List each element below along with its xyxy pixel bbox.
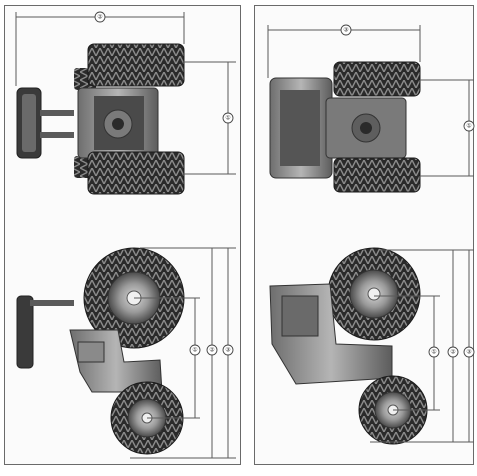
svg-text:③: ③	[466, 349, 471, 356]
left-side-callout-height-a: ②	[206, 344, 218, 356]
left-top-callout-track-width: ①	[222, 112, 234, 124]
right-side-callout-height-b: ③	[463, 346, 475, 358]
rear-wheel-bottom	[87, 151, 185, 195]
left-side-callout-height-b: ③	[222, 344, 234, 356]
right-side-callout-height-a: ②	[447, 346, 459, 358]
right-side-dimensions	[370, 249, 474, 443]
svg-text:①: ①	[192, 347, 197, 354]
right-side-view-tractor	[269, 247, 428, 445]
right-top-view-tractor	[269, 61, 421, 193]
right-rear-wheel-top	[333, 61, 421, 97]
right-side-callout-wheelbase: ①	[428, 346, 440, 358]
svg-text:②: ②	[209, 347, 215, 354]
svg-text:①: ①	[431, 349, 436, 356]
rear-wheel-top	[87, 43, 185, 87]
right-rear-wheel-bottom	[333, 157, 421, 193]
left-top-callout-overall-length: ②	[94, 11, 106, 23]
left-side-callout-wheelbase: ①	[189, 344, 201, 356]
svg-text:③: ③	[343, 27, 348, 34]
svg-text:①: ①	[225, 115, 230, 122]
right-top-callout-overall-length: ③	[340, 24, 352, 36]
svg-text:②: ②	[97, 14, 103, 21]
left-top-view-tractor	[16, 43, 185, 195]
right-top-callout-track-width: ①	[463, 120, 475, 132]
svg-text:①: ①	[466, 123, 471, 130]
side-front-weight	[16, 295, 34, 369]
left-side-view-tractor	[16, 247, 185, 455]
svg-text:③: ③	[225, 347, 230, 354]
svg-text:②: ②	[450, 349, 456, 356]
